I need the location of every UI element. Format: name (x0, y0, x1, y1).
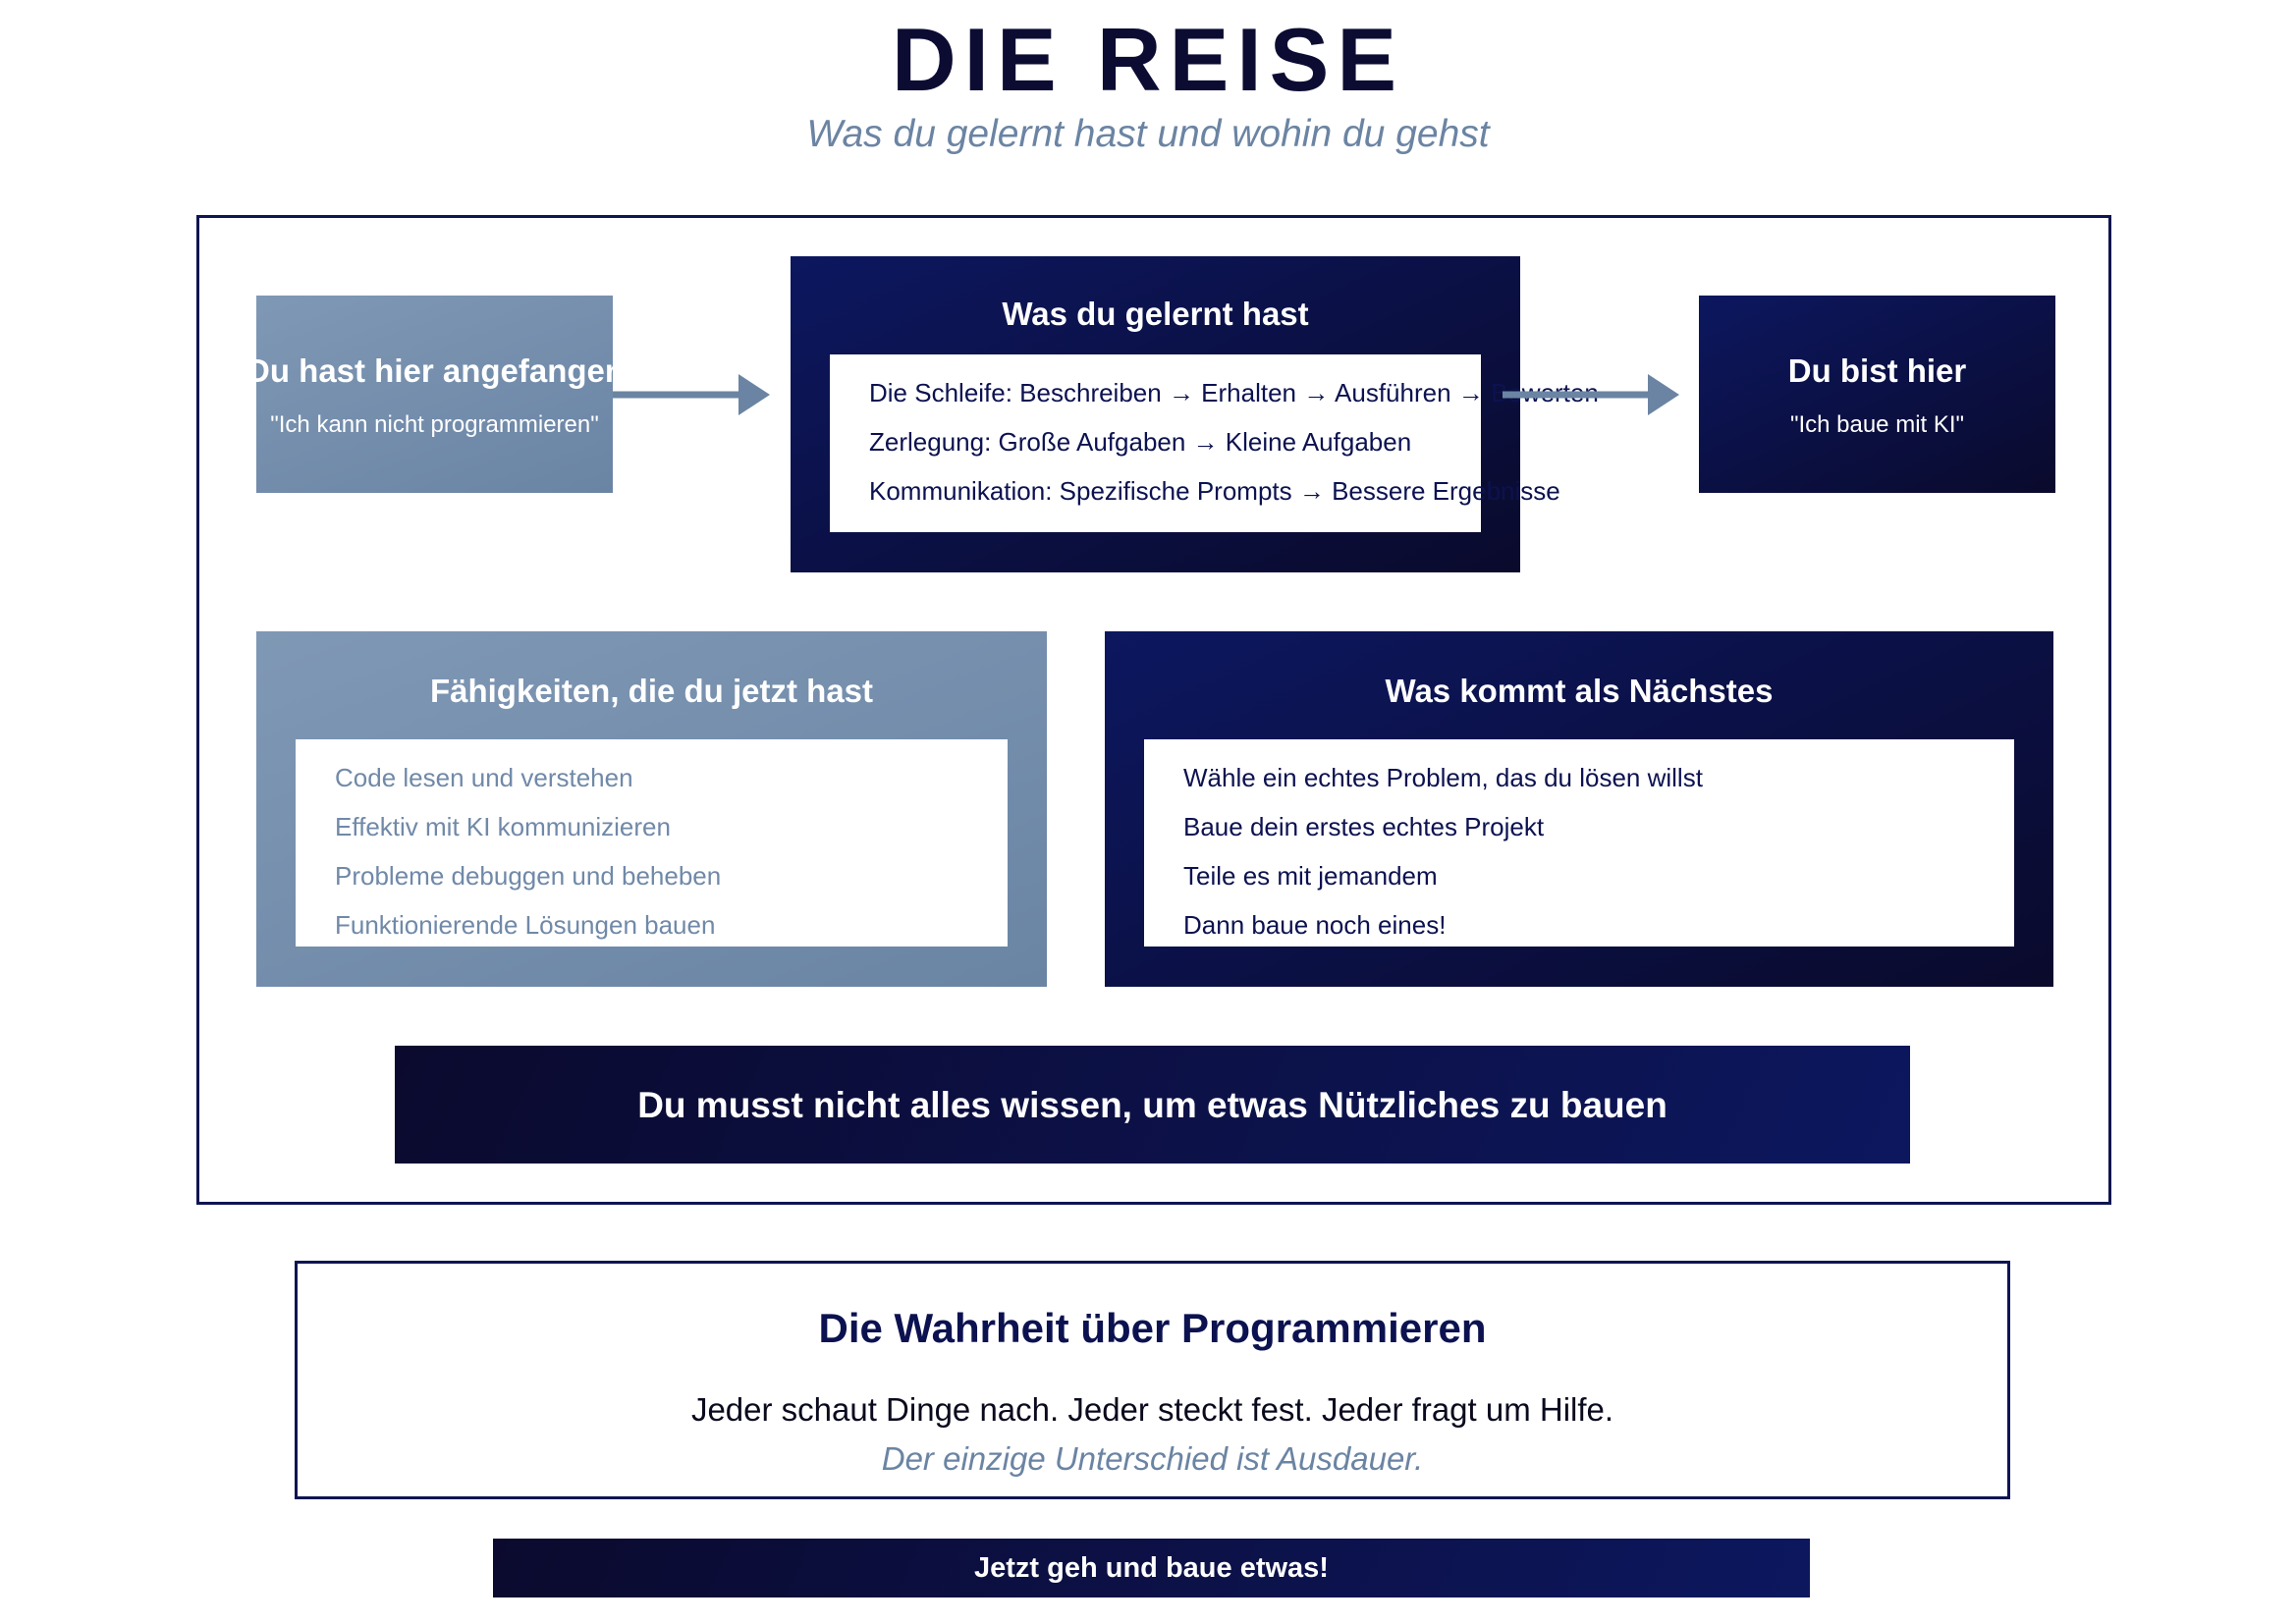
journey-frame (196, 215, 2111, 1205)
start-box: Du hast hier angefangen "Ich kann nicht … (246, 296, 625, 493)
skills-title: Fähigkeiten, die du jetzt hast (429, 673, 874, 709)
skill-item: Effektiv mit KI kommunizieren (335, 812, 671, 841)
next-step-item: Teile es mit jemandem (1183, 861, 1438, 891)
learned-item-decomposition: Zerlegung: Große Aufgaben → Kleine Aufga… (869, 427, 1412, 457)
skill-item: Funktionierende Lösungen bauen (335, 910, 716, 940)
skill-item: Code lesen und verstehen (335, 763, 633, 792)
page-subtitle: Was du gelernt hast und wohin du gehst (806, 113, 1490, 155)
here-title: Du bist hier (1787, 352, 1967, 389)
page-title: DIE REISE (891, 11, 1405, 110)
skill-item: Probleme debuggen und beheben (335, 861, 722, 891)
next-steps-title: Was kommt als Nächstes (1385, 673, 1774, 709)
truth-box: Die Wahrheit über Programmieren Jeder sc… (295, 1261, 2010, 1499)
truth-title: Die Wahrheit über Programmieren (818, 1305, 1487, 1351)
key-message-text: Du musst nicht alles wissen, um etwas Nü… (637, 1085, 1667, 1125)
start-quote: "Ich kann nicht programmieren" (270, 411, 599, 438)
next-step-item: Dann baue noch eines! (1183, 910, 1447, 940)
key-message-banner: Du musst nicht alles wissen, um etwas Nü… (395, 1046, 1910, 1164)
next-steps-panel: Wähle ein echtes Problem, das du lösen w… (1144, 739, 2014, 947)
learned-title: Was du gelernt hast (1002, 296, 1309, 332)
learned-panel: Die Schleife: Beschreiben → Erhalten → A… (830, 354, 1599, 532)
skills-panel: Code lesen und verstehen Effektiv mit KI… (296, 739, 1008, 947)
here-quote: "Ich baue mit KI" (1789, 411, 1965, 438)
learned-item-loop: Die Schleife: Beschreiben → Erhalten → A… (869, 378, 1599, 407)
call-to-action-button[interactable]: Jetzt geh und baue etwas! (493, 1539, 1810, 1597)
learned-item-communication: Kommunikation: Spezifische Prompts → Bes… (869, 476, 1560, 506)
start-title: Du hast hier angefangen (246, 352, 626, 389)
next-step-item: Baue dein erstes echtes Projekt (1183, 812, 1545, 841)
truth-statement: Jeder schaut Dinge nach. Jeder steckt fe… (690, 1391, 1614, 1428)
here-box: Du bist hier "Ich baue mit KI" (1699, 296, 2055, 493)
next-step-item: Wähle ein echtes Problem, das du lösen w… (1183, 763, 1703, 792)
call-to-action-label: Jetzt geh und baue etwas! (974, 1552, 1329, 1584)
truth-emphasis: Der einzige Unterschied ist Ausdauer. (881, 1440, 1424, 1477)
